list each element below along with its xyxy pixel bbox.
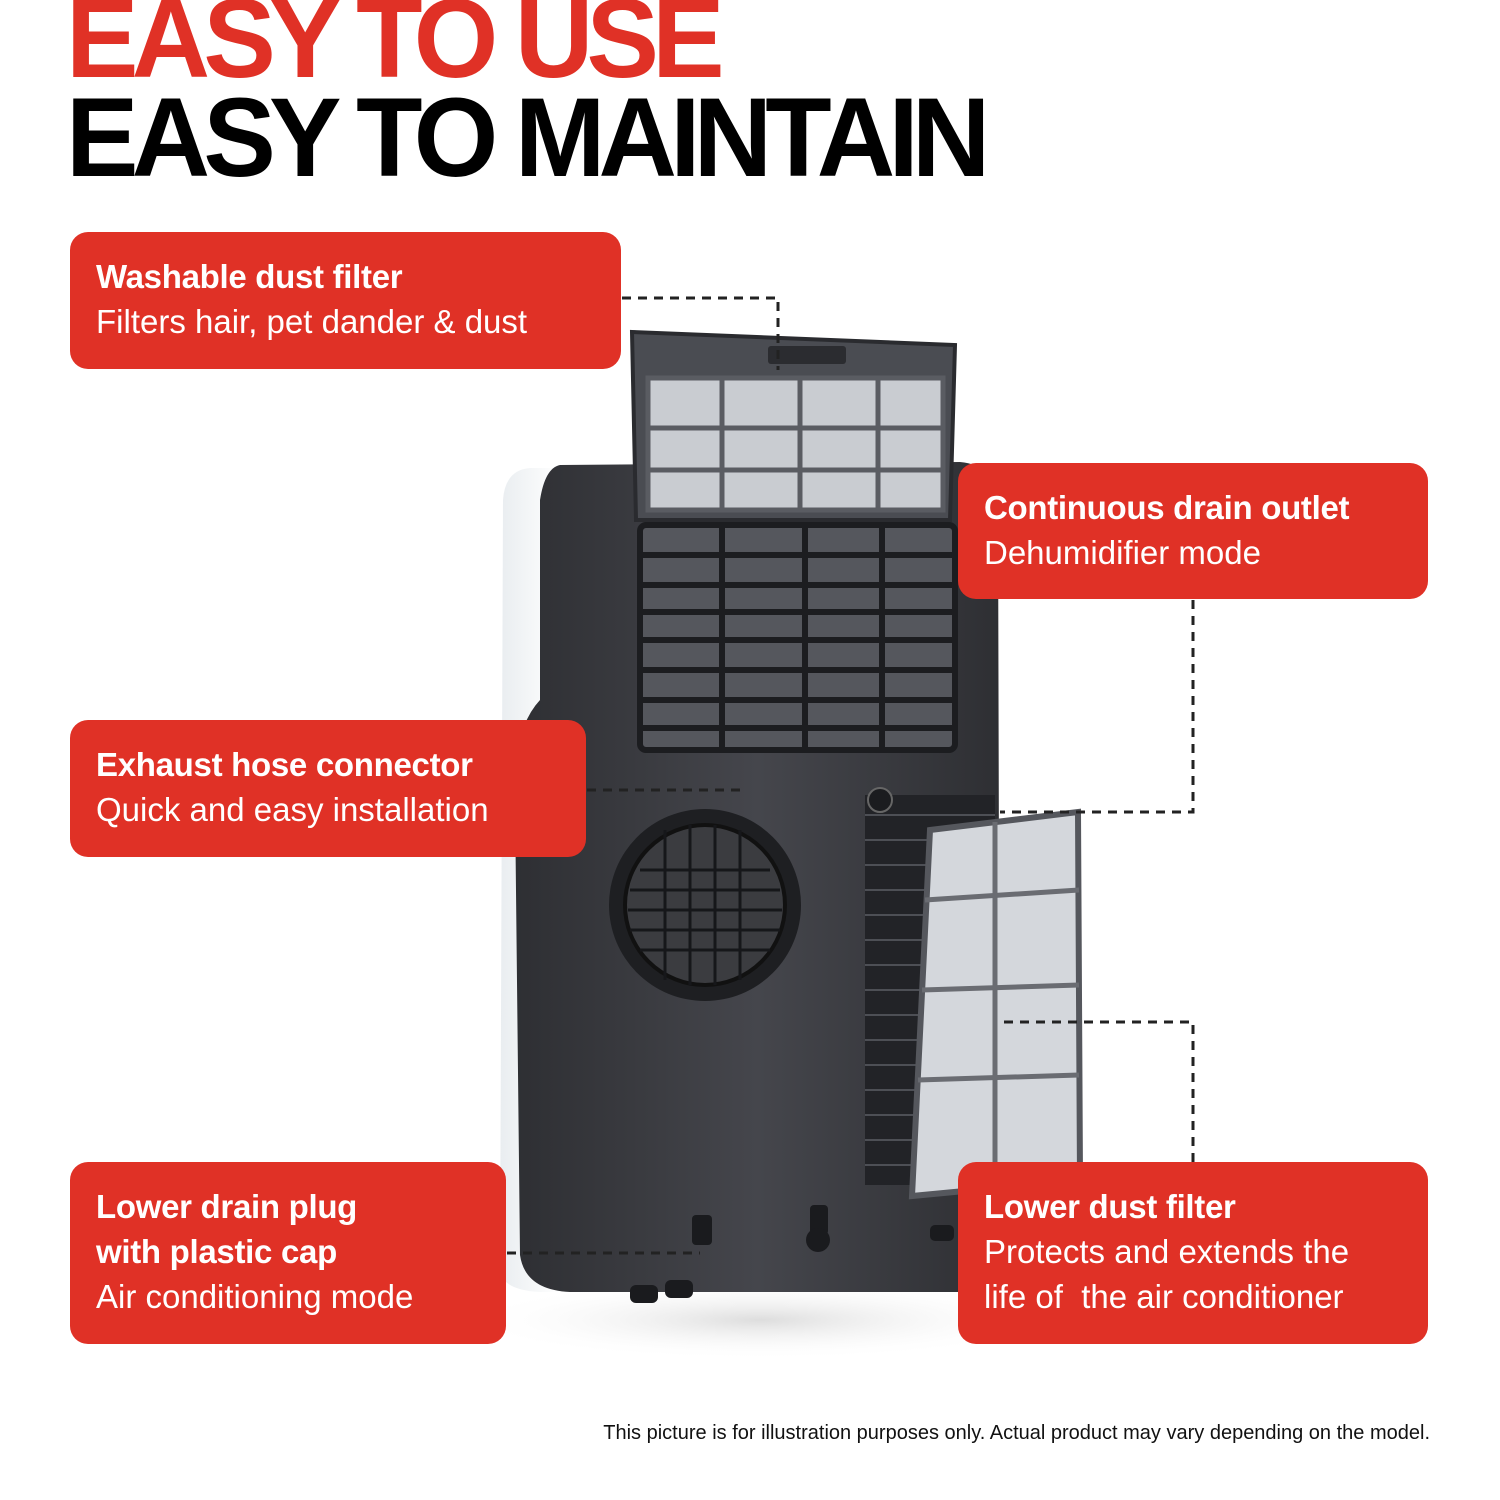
callout-washable-dust-filter: Washable dust filter Filters hair, pet d… (70, 232, 621, 369)
callout-lower-dust-filter: Lower dust filter Protects and extends t… (958, 1162, 1428, 1344)
callout-lower-drain-plug: Lower drain plug with plastic cap Air co… (70, 1162, 506, 1344)
callout-text: Protects and extends the (984, 1233, 1350, 1270)
callout-title: Lower dust filter (984, 1188, 1236, 1225)
disclaimer: This picture is for illustration purpose… (603, 1422, 1430, 1444)
upper-air-grille (637, 522, 958, 753)
callout-text: Dehumidifier mode (984, 534, 1261, 571)
callout-title: Lower drain plug (96, 1188, 358, 1225)
callout-leader-lines (507, 296, 1195, 1255)
lower-filter-panel (908, 808, 1084, 1200)
callout-text: Air conditioning mode (96, 1278, 414, 1315)
callout-exhaust-hose-connector: Exhaust hose connector Quick and easy in… (70, 720, 586, 857)
callout-title: Exhaust hose connector (96, 746, 473, 783)
headline-easy-to-use: EASY TO USE (66, 0, 725, 101)
callout-text: Filters hair, pet dander & dust (96, 303, 528, 340)
lower-drain-plug (692, 1205, 830, 1252)
callout-title: Washable dust filter (96, 258, 403, 295)
headline-easy-to-maintain: EASY TO MAINTAIN (66, 75, 990, 200)
callout-title-line2: with plastic cap (96, 1233, 337, 1270)
callout-text-line2: life of the air conditioner (984, 1278, 1344, 1315)
callout-continuous-drain-outlet: Continuous drain outlet Dehumidifier mod… (958, 463, 1428, 599)
upper-filter-panel (629, 329, 958, 522)
callout-title: Continuous drain outlet (984, 489, 1350, 526)
floor-shadow (460, 1280, 1060, 1360)
exhaust-hose-connector (609, 809, 801, 1001)
wheels (630, 1225, 954, 1303)
callout-text: Quick and easy installation (96, 791, 489, 828)
